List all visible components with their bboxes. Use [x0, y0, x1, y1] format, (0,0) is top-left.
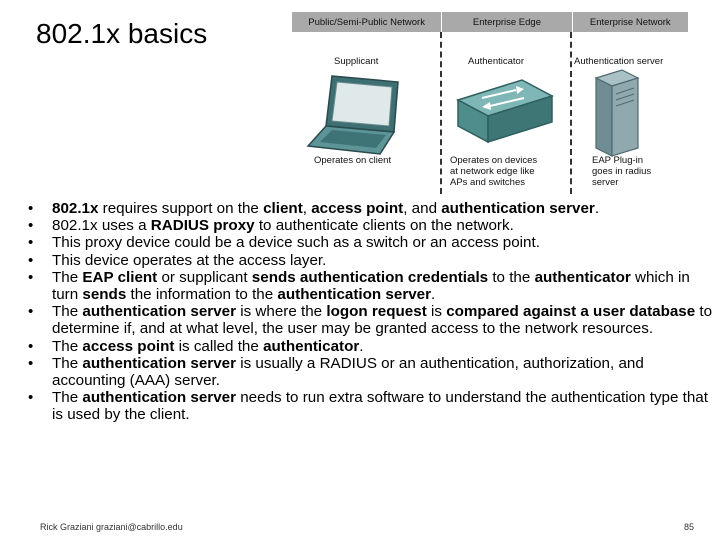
- supplicant-label: Supplicant: [334, 56, 379, 67]
- bullet-item: • The EAP client or supplicant sends auth…: [28, 269, 714, 303]
- server-caption: EAP Plug-in goes in radius server: [592, 155, 651, 188]
- bullet-marker: •: [28, 303, 34, 321]
- caption-line: EAP Plug-in: [592, 155, 644, 166]
- bullet-text: EAP client: [82, 268, 158, 286]
- bullet-marker: •: [28, 354, 34, 372]
- bullet-marker: •: [28, 200, 34, 217]
- bullet-text: needs to run extra software to understan…: [52, 389, 708, 424]
- zone-divider: [570, 32, 572, 194]
- zone-enterprise: Enterprise Network: [589, 16, 671, 28]
- server-icon: [594, 69, 640, 157]
- slide-title: 802.1x basics: [36, 18, 208, 49]
- laptop-icon: [306, 75, 399, 155]
- bullet-text: This proxy device could be a device such…: [52, 234, 540, 252]
- caption-line: at network edge like: [450, 166, 535, 177]
- bullet-text: is where the: [236, 303, 327, 321]
- bullet-text: sends authentication credentials: [251, 268, 489, 286]
- bullet-text: The: [52, 354, 83, 372]
- bullet-marker: •: [28, 337, 34, 355]
- zone-header: Public/Semi-Public Network Enterprise Ed…: [292, 12, 688, 32]
- bullet-item: • The authentication server needs to run …: [28, 389, 714, 423]
- bullet-text: requires support on the: [98, 200, 264, 217]
- bullet-text: 802.1x: [52, 200, 99, 217]
- bullet-item: • This proxy device could be a device suc…: [28, 234, 714, 251]
- bullet-text: to authenticate clients on the network.: [254, 217, 514, 235]
- bullet-text: authentication server: [441, 200, 595, 217]
- bullet-marker: •: [28, 268, 34, 286]
- bullet-text: ,: [302, 200, 312, 217]
- bullet-text: authentication server: [82, 354, 237, 372]
- bullet-list: • 802.1x requires support on the client , …: [28, 200, 714, 424]
- bullet-marker: •: [28, 217, 34, 235]
- bullet-text: .: [359, 337, 364, 355]
- client-caption: Operates on client: [314, 155, 392, 166]
- bullet-item: • The authentication server is usually a …: [28, 355, 714, 389]
- bullet-text: sends: [82, 286, 127, 304]
- zone-edge: Enterprise Edge: [442, 12, 573, 32]
- bullet-text: to the: [488, 268, 535, 286]
- bullet-text: or supplicant: [157, 268, 252, 286]
- bullet-item: • 802.1x uses a RADIUS proxy to authentic…: [28, 217, 714, 234]
- bullet-text: which in turn: [52, 268, 690, 304]
- switch-icon: [456, 79, 554, 144]
- bullet-item: • This device operates at the access laye…: [28, 252, 714, 269]
- bullet-text: authentication server: [277, 286, 432, 304]
- authentication-server-label: Authentication server: [574, 56, 664, 67]
- bullet-text: .: [431, 286, 436, 304]
- bullet-text: is called the: [174, 337, 264, 355]
- bullet-text: authentication server: [82, 303, 237, 321]
- bullet-text: RADIUS proxy: [150, 217, 255, 235]
- bullet-text: client: [263, 200, 303, 217]
- bullet-text: authentication server: [82, 389, 237, 407]
- bullet-text: The: [52, 337, 83, 355]
- bullet-text: to determine if, and at what level, the …: [52, 303, 713, 338]
- caption-line: goes in radius: [592, 166, 652, 177]
- zone-public: Public/Semi-Public Network: [292, 12, 443, 32]
- caption-line: APs and switches: [450, 177, 525, 188]
- bullet-text: access point: [82, 337, 175, 355]
- footer-author: Rick Graziani graziani@cabrillo.edu: [40, 522, 183, 532]
- bullet-text: The: [52, 389, 83, 407]
- zone-divider: [440, 32, 442, 194]
- authenticator-label: Authenticator: [468, 56, 524, 67]
- bullet-marker: •: [28, 251, 34, 269]
- bullet-text: The: [52, 268, 83, 286]
- bullet-text: , and: [403, 200, 442, 217]
- page-number: 85: [683, 522, 694, 532]
- bullet-text: 802.1x uses a: [52, 217, 151, 235]
- bullet-item: • The access point is called the authenti…: [28, 338, 714, 355]
- bullet-text: is: [426, 303, 447, 321]
- bullet-item: •The authentication server is where the …: [28, 303, 714, 337]
- network-diagram: Public/Semi-Public Network Enterprise Ed…: [288, 12, 692, 194]
- bullet-text: authenticator: [263, 337, 360, 355]
- bullet-text: the information to the: [126, 286, 278, 304]
- authenticator-caption: Operates on devices at network edge like…: [450, 155, 537, 188]
- bullet-text: .: [594, 200, 600, 217]
- bullet-marker: •: [28, 234, 34, 252]
- bullet-text: logon request: [326, 303, 427, 321]
- caption-line: Operates on devices: [450, 155, 538, 166]
- bullet-text: The: [52, 303, 83, 321]
- bullet-marker: •: [28, 389, 34, 407]
- bullet-text: This device operates at the access layer…: [52, 251, 327, 269]
- caption-line: server: [592, 177, 619, 188]
- bullet-text: compared against a user database: [446, 303, 696, 321]
- bullet-text: is usually a RADIUS or an authentication…: [52, 354, 644, 390]
- bullet-text: access point: [311, 200, 404, 217]
- bullet-text: authenticator: [534, 268, 631, 286]
- bullet-item: • 802.1x requires support on the client , …: [28, 200, 714, 217]
